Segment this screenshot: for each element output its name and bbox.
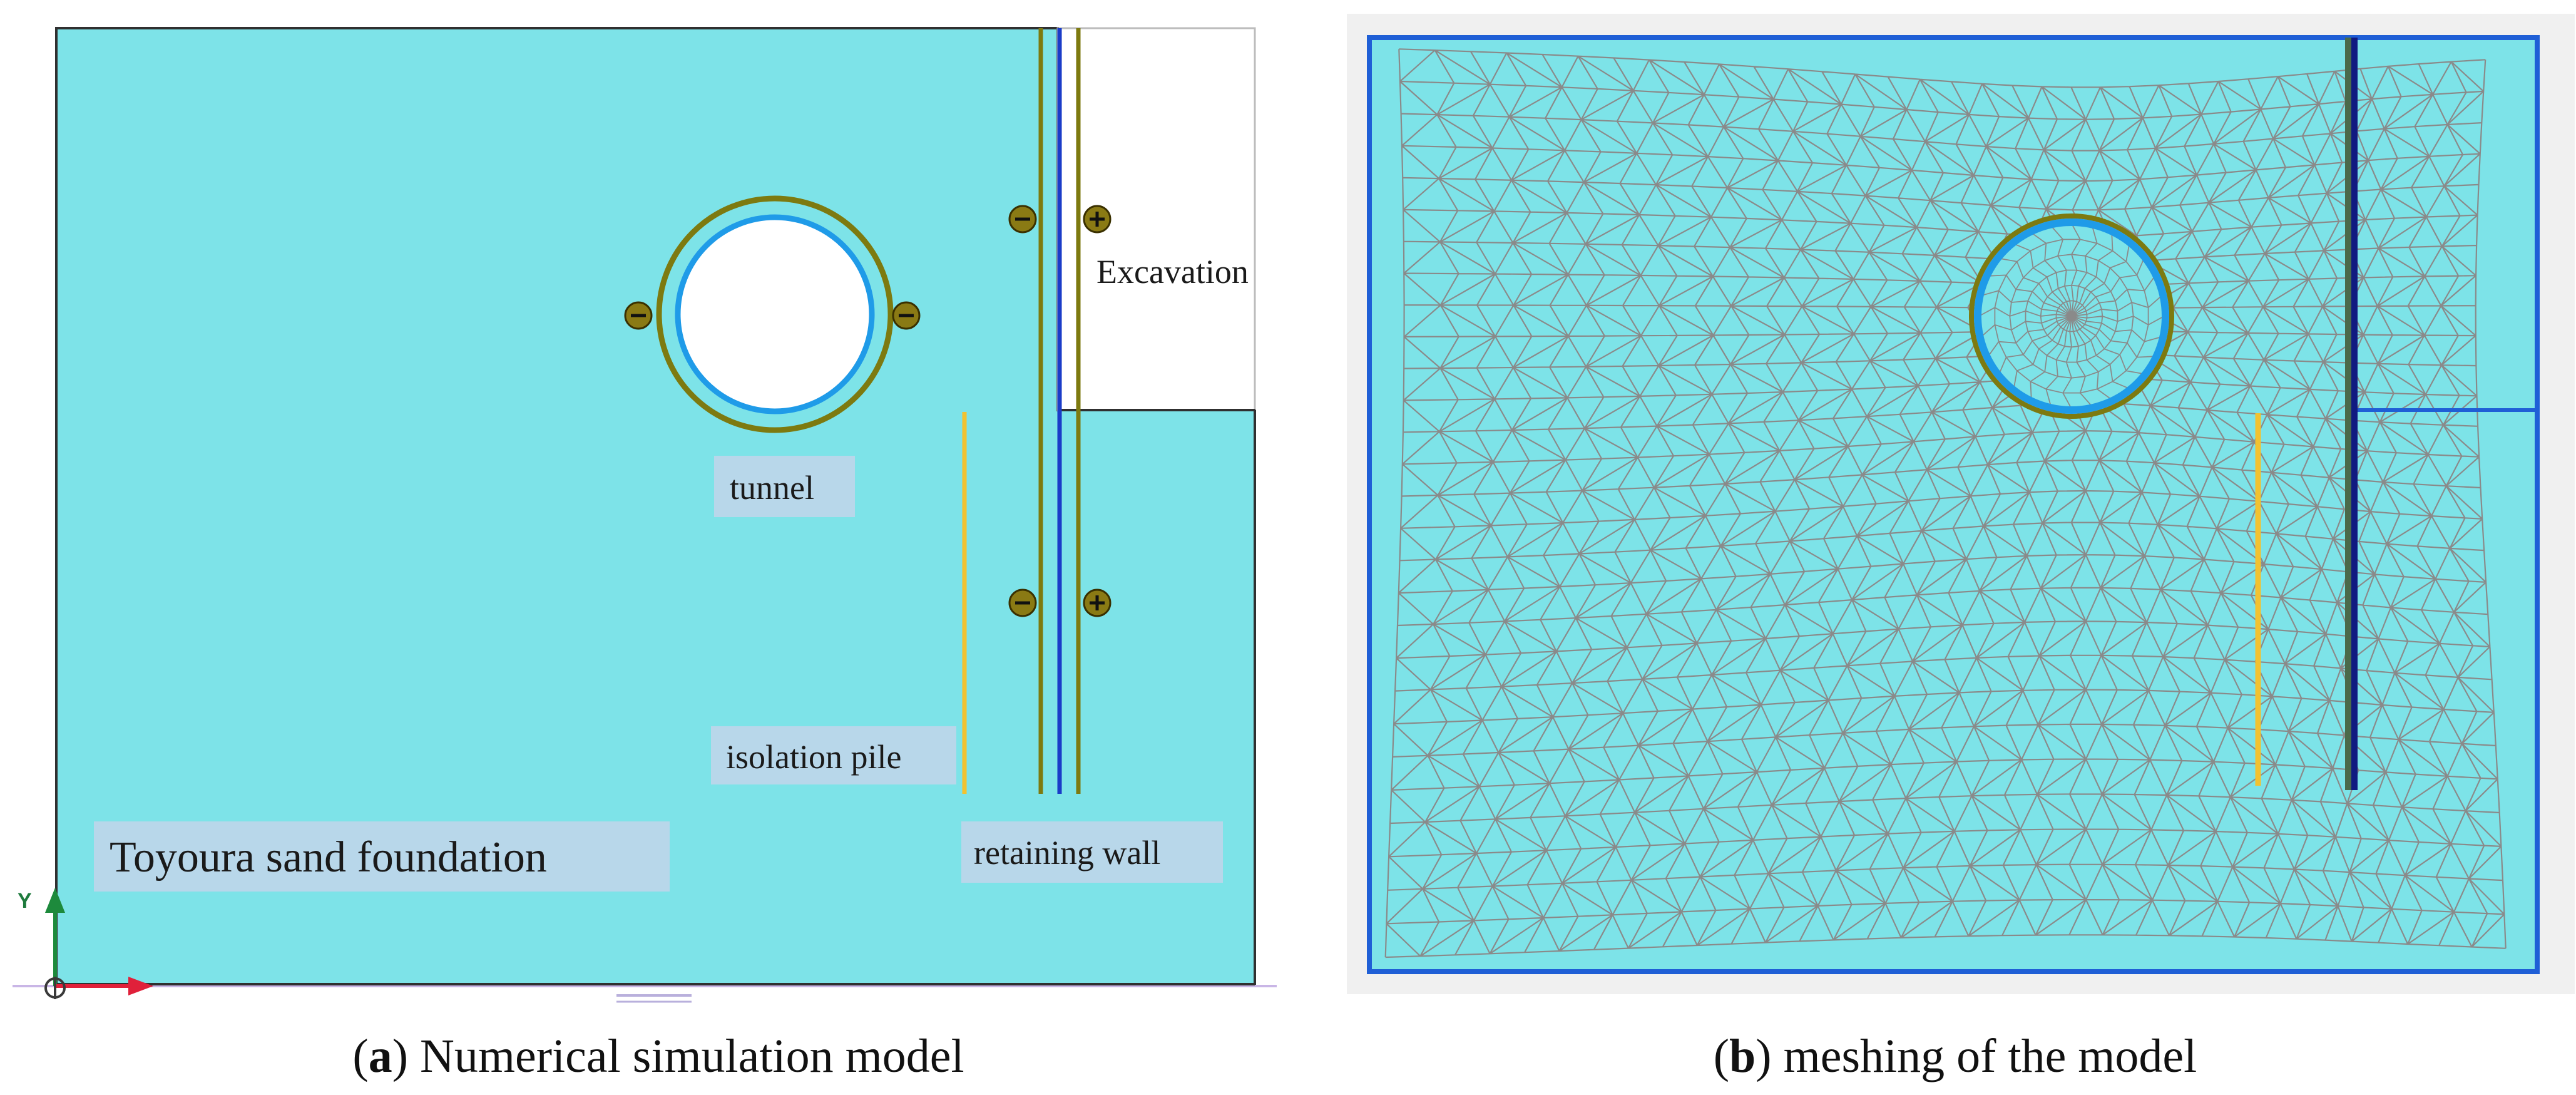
panel-a-numerical-model: Excavation tunnel isolation pile retaini… — [13, 27, 1277, 1003]
tunnel-interface-ring — [656, 195, 894, 433]
retaining-wall-label: retaining wall — [974, 834, 1160, 871]
mesh-tunnel-lining — [1974, 218, 2169, 414]
caption-a-letter: a — [369, 1030, 392, 1082]
minus-icon — [892, 301, 921, 330]
y-axis-label: Y — [18, 889, 32, 913]
caption-b-letter: b — [1729, 1030, 1756, 1082]
retaining-wall-label-box — [961, 821, 1223, 883]
mesh-tunnel-interface — [1969, 213, 2174, 419]
panel-b-mesh — [1347, 14, 2575, 994]
minus-icon — [624, 301, 653, 330]
caption-a-text: Numerical simulation model — [420, 1030, 964, 1082]
plus-icon — [1083, 205, 1112, 234]
isolation-pile-label: isolation pile — [726, 738, 901, 776]
caption-b-text: meshing of the model — [1784, 1030, 2197, 1082]
minus-icon — [1008, 205, 1037, 234]
mesh-domain-border — [1367, 35, 2540, 974]
tunnel-lining — [675, 214, 875, 414]
tunnel-label: tunnel — [730, 469, 814, 506]
mesh-lines — [1384, 48, 2507, 959]
caption-b: (b) meshing of the model — [1714, 1030, 2197, 1082]
foundation-label: Toyoura sand foundation — [110, 833, 547, 882]
y-axis-arrow-icon — [45, 888, 65, 913]
excavation-label: Excavation — [1096, 253, 1249, 290]
isolation-pile-label-box — [711, 726, 956, 784]
plus-icon — [1083, 589, 1112, 617]
caption-a: (a) Numerical simulation model — [352, 1030, 964, 1082]
foundation-label-box — [94, 821, 670, 892]
tunnel-label-box — [714, 456, 855, 517]
x-axis-arrow-icon — [128, 977, 153, 995]
minus-icon — [1008, 589, 1037, 617]
